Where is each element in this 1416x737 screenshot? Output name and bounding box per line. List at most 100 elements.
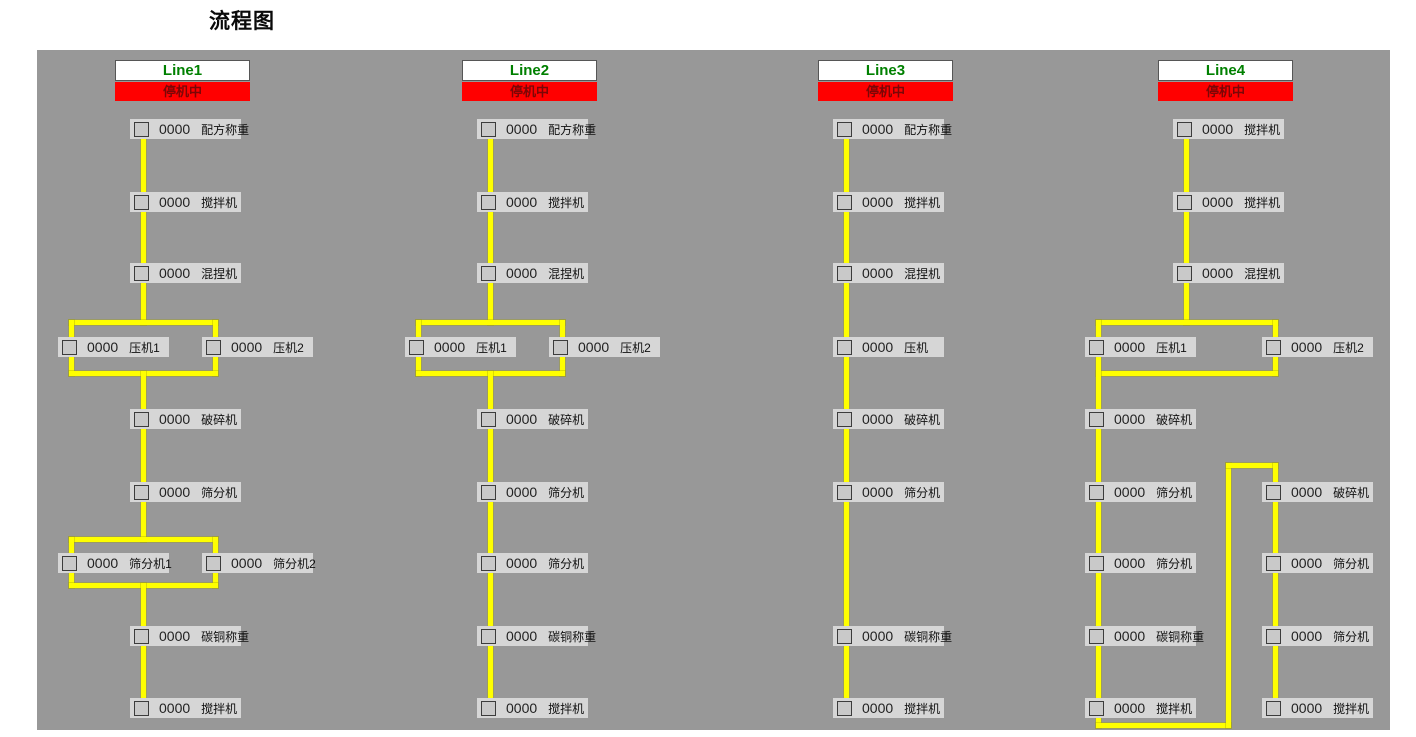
flow-line-segment [1096,320,1278,325]
station-label: 筛分机 [548,556,585,571]
station-value: 0000 [1202,194,1234,210]
status-indicator [481,700,496,716]
status-indicator [134,411,149,427]
status-indicator [837,700,852,716]
station-label: 筛分机2 [273,556,316,571]
status-indicator [1177,194,1192,210]
station-label: 压机1 [476,340,507,355]
line-header-line4[interactable]: Line4 [1158,60,1293,81]
station-box[interactable]: 0000 筛分机 [477,553,588,573]
status-indicator [1266,700,1281,716]
line-header-line1[interactable]: Line1 [115,60,250,81]
status-indicator [481,194,496,210]
station-value: 0000 [1291,700,1323,716]
station-value: 0000 [862,194,894,210]
station-value: 0000 [506,194,538,210]
status-indicator [1089,411,1104,427]
station-value: 0000 [159,265,191,281]
station-label: 破碎机 [1333,485,1370,500]
line-header-line2[interactable]: Line2 [462,60,597,81]
station-value: 0000 [159,700,191,716]
flow-line-segment [69,537,218,542]
station-value: 0000 [159,411,191,427]
station-box[interactable]: 0000 搅拌机 [1262,698,1373,718]
status-indicator [837,411,852,427]
status-indicator [1266,628,1281,644]
flow-line-segment [1184,127,1189,325]
station-label: 混捏机 [548,266,585,281]
station-value: 0000 [506,121,538,137]
station-box[interactable]: 0000 破碎机 [1262,482,1373,502]
status-indicator [837,484,852,500]
station-label: 压机 [904,340,929,355]
station-label: 破碎机 [201,412,238,427]
status-indicator [481,484,496,500]
station-label: 筛分机 [1333,556,1370,571]
station-label: 筛分机1 [129,556,172,571]
station-box[interactable]: 0000 配方称重 [477,119,596,139]
status-indicator [1266,555,1281,571]
station-box[interactable]: 0000 破碎机 [130,409,241,429]
station-value: 0000 [862,121,894,137]
line-header-line3[interactable]: Line3 [818,60,953,81]
station-value: 0000 [506,555,538,571]
status-indicator [134,700,149,716]
station-value: 0000 [1202,121,1234,137]
status-indicator [1266,339,1281,355]
station-label: 配方称重 [548,122,597,137]
station-label: 筛分机 [548,485,585,500]
flow-line-segment [141,371,146,542]
station-label: 破碎机 [548,412,585,427]
station-value: 0000 [862,339,894,355]
flow-line-segment [1226,463,1231,728]
station-value: 0000 [1291,484,1323,500]
status-indicator [134,121,149,137]
station-value: 0000 [578,339,610,355]
station-label: 搅拌机 [1333,701,1370,716]
station-box[interactable]: 0000 压机 [833,337,944,357]
station-label: 筛分机 [1156,485,1193,500]
station-value: 0000 [159,628,191,644]
station-value: 0000 [1114,411,1146,427]
flow-line-segment [1096,723,1231,728]
flow-line-segment [1096,320,1101,728]
station-value: 0000 [1291,628,1323,644]
